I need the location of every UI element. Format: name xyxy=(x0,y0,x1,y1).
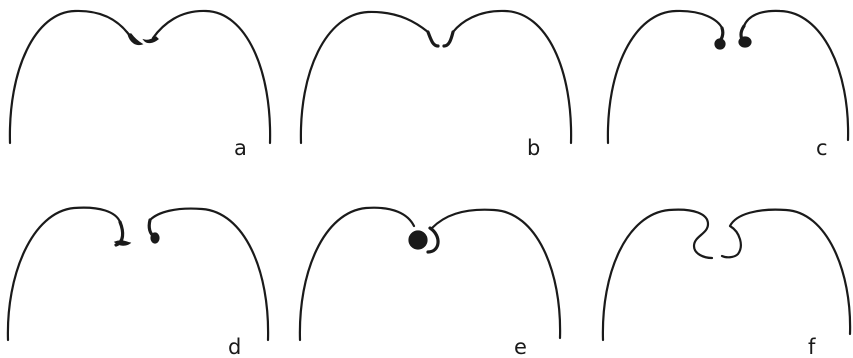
arch-left-curve xyxy=(10,11,130,143)
fold-right-blob xyxy=(144,37,158,43)
panel-f: f xyxy=(603,210,850,358)
arch-right-curve xyxy=(153,11,270,143)
arch-left-curve xyxy=(8,208,120,340)
fold-right-blob xyxy=(739,37,751,47)
panel-label-f: f xyxy=(808,335,816,358)
arch-left-curve xyxy=(608,11,722,143)
fold-left-hook xyxy=(428,32,438,46)
fold-right-hook xyxy=(428,228,438,252)
arch-right-curve xyxy=(432,210,560,338)
arch-left-curve xyxy=(603,210,712,340)
arch-right-curve xyxy=(722,210,850,334)
fold-right-blob xyxy=(151,233,159,243)
fold-left-blob xyxy=(715,39,725,49)
panel-e: e xyxy=(300,208,560,358)
panel-a: a xyxy=(10,11,270,160)
fold-right-hook xyxy=(444,32,453,46)
panel-label-b: b xyxy=(527,136,540,160)
arch-right-curve xyxy=(744,11,848,140)
panel-label-d: d xyxy=(228,335,241,358)
arch-left-curve xyxy=(301,12,428,143)
fold-left-blob xyxy=(409,231,427,249)
arch-right-curve xyxy=(150,209,268,340)
fold-left-blob xyxy=(128,34,142,45)
panel-c: c xyxy=(608,11,848,160)
panel-label-a: a xyxy=(234,136,247,160)
panel-label-e: e xyxy=(514,335,527,358)
panel-label-c: c xyxy=(816,136,828,160)
arch-right-curve xyxy=(453,11,571,143)
panel-b: b xyxy=(301,11,571,160)
arch-left-curve xyxy=(300,208,414,340)
panel-d: d xyxy=(8,208,268,358)
